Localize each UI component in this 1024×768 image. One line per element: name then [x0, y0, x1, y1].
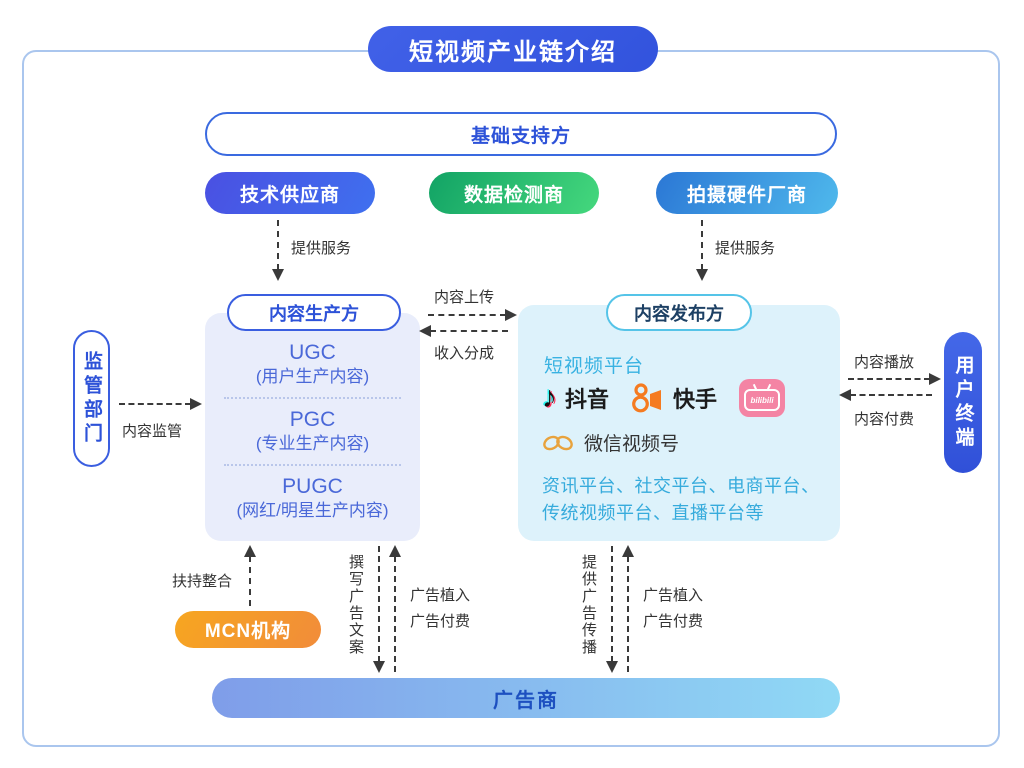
mcn-pill: MCN机构	[175, 611, 321, 648]
tech-supplier-pill: 技术供应商	[205, 172, 375, 214]
wechat-channels-row: 微信视频号	[542, 429, 679, 456]
advertiser-bar: 广告商	[212, 678, 840, 718]
ad-pair-label-right: 广告植入 广告付费	[643, 587, 704, 630]
revenue-arrow	[419, 325, 508, 337]
mcn-arrow	[244, 545, 256, 606]
regulate-label: 内容监管	[122, 423, 183, 440]
user-terminal-pill: 用户终端	[944, 332, 982, 473]
pay-label: 内容付费	[854, 411, 915, 428]
service-label-right: 提供服务	[715, 240, 776, 257]
provide-ad-spread-label: 提供广告传播	[580, 554, 597, 656]
platform-bilibili: bilibili	[750, 395, 774, 405]
divider	[224, 397, 401, 399]
content-producer-box: UGC (用户生产内容) PGC (专业生产内容) PUGC (网红/明星生产内…	[205, 313, 420, 541]
wechat-channels-icon	[543, 435, 573, 450]
producer-item-pgc: PGC (专业生产内容)	[255, 408, 370, 453]
upload-arrow	[428, 309, 517, 321]
ad-up-arrow-left	[389, 545, 401, 672]
other-platforms-text: 资讯平台、社交平台、电商平台、 传统视频平台、直播平台等	[542, 476, 820, 523]
play-arrow	[848, 373, 941, 385]
bilibili-icon: bilibili	[739, 379, 786, 417]
regulator-pill: 监管部门	[73, 330, 110, 467]
douyin-icon: ♪	[542, 381, 557, 414]
page-title: 短视频产业链介绍	[368, 26, 658, 72]
kuaishou-icon	[632, 383, 662, 413]
divider	[224, 464, 401, 466]
short-video-platform-title: 短视频平台	[544, 356, 645, 377]
platform-row: ♪ 抖音 快手 bilibili	[542, 379, 786, 417]
content-publisher-box: 短视频平台 ♪ 抖音 快手 bilibili 微信视频号 资	[518, 305, 840, 541]
producer-item-ugc: UGC (用户生产内容)	[255, 341, 370, 386]
write-ad-copy-label: 撰写广告文案	[347, 554, 364, 656]
ad-up-arrow-right	[622, 545, 634, 672]
platform-wechat-channels: 微信视频号	[584, 434, 680, 455]
service-arrow-left	[272, 220, 284, 281]
pay-arrow	[839, 389, 932, 401]
platform-kuaishou: 快手	[673, 387, 718, 412]
regulate-arrow	[119, 398, 202, 410]
content-publisher-header: 内容发布方	[606, 294, 752, 331]
ad-down-arrow-right	[606, 546, 618, 673]
play-label: 内容播放	[854, 354, 915, 371]
hardware-maker-pill: 拍摄硬件厂商	[656, 172, 838, 214]
content-producer-header: 内容生产方	[227, 294, 401, 331]
support-header: 基础支持方	[205, 112, 837, 156]
ad-down-arrow-left	[373, 546, 385, 673]
service-label-left: 提供服务	[291, 240, 352, 257]
producer-item-pugc: PUGC (网红/明星生产内容)	[236, 475, 389, 520]
mcn-support-label: 扶持整合	[172, 573, 233, 590]
platform-douyin: 抖音	[565, 387, 610, 412]
revenue-label: 收入分成	[434, 345, 495, 362]
upload-label: 内容上传	[434, 289, 495, 306]
ad-pair-label-left: 广告植入 广告付费	[410, 587, 471, 630]
data-monitor-pill: 数据检测商	[429, 172, 599, 214]
service-arrow-right	[696, 220, 708, 281]
